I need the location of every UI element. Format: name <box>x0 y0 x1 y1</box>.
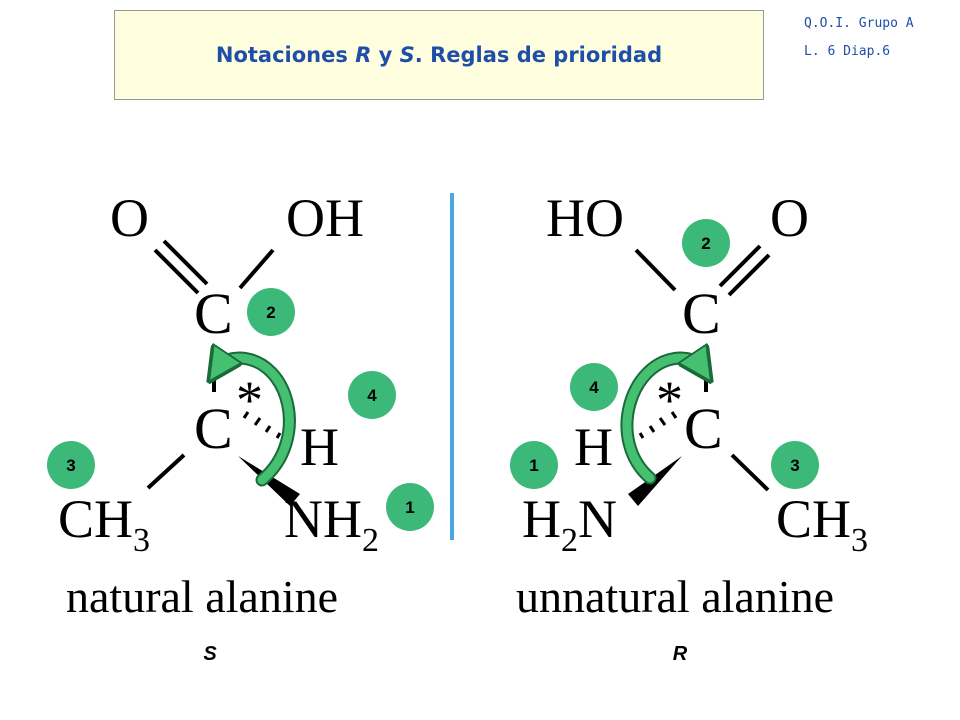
title-text-3: . Reglas de prioridad <box>414 43 663 67</box>
right-configuration: R <box>673 643 688 665</box>
right-methyl-bond <box>730 453 770 492</box>
left-oh-bond <box>238 248 275 290</box>
left-stereo-carbon: C <box>194 396 233 461</box>
right-priority-h: 4 <box>570 363 618 411</box>
right-priority-ch3: 3 <box>771 441 819 489</box>
left-priority-nh2: 1 <box>386 483 434 531</box>
svg-text:3: 3 <box>790 456 799 475</box>
svg-text:4: 4 <box>589 378 599 397</box>
right-methyl: CH3 <box>776 489 868 559</box>
left-rotation-arrow <box>218 358 294 485</box>
left-methyl: CH3 <box>58 489 150 559</box>
title-text-1: Notaciones <box>215 43 356 67</box>
left-carbonyl-o: O <box>110 188 149 248</box>
title-s: S <box>399 43 415 67</box>
left-priority-h: 4 <box>348 371 396 419</box>
left-upper-carbon: C <box>194 281 233 346</box>
svg-text:4: 4 <box>367 386 377 405</box>
left-configuration: S <box>203 643 217 665</box>
right-caption: unnatural alanine <box>516 571 834 622</box>
right-ho-bond <box>634 248 677 292</box>
page-title: Notaciones R y S. Reglas de prioridad <box>216 43 662 67</box>
right-double-bond-a <box>718 244 762 288</box>
natural-alanine: O OH C C * H CH3 NH2 2 4 3 1 natural ala… <box>47 188 434 665</box>
left-hydroxyl-oh: OH <box>286 188 364 248</box>
title-box: Notaciones R y S. Reglas de prioridad <box>114 10 764 100</box>
left-hash-bond <box>242 411 291 445</box>
slide-ref-line1: Q.O.I. Grupo A <box>804 16 914 31</box>
right-upper-carbon: C <box>682 281 721 346</box>
right-priority-nh2: 1 <box>510 441 558 489</box>
unnatural-alanine: HO O C C * H H2N CH3 2 4 1 3 unnatural a… <box>510 188 868 665</box>
svg-text:2: 2 <box>266 303 275 322</box>
right-amino: H2N <box>522 489 617 559</box>
right-hydroxyl-ho: HO <box>546 188 624 248</box>
svg-text:2: 2 <box>701 234 710 253</box>
slide-ref-line2: L. 6 Diap.6 <box>804 44 891 59</box>
left-priority-ch3: 3 <box>47 441 95 489</box>
svg-text:1: 1 <box>529 456 538 475</box>
left-double-bond-a <box>153 248 200 295</box>
svg-text:1: 1 <box>405 498 414 517</box>
title-text-2: y <box>371 43 400 67</box>
right-carbonyl-o: O <box>770 188 809 248</box>
right-stereo-asterisk: * <box>656 370 683 430</box>
right-hydrogen: H <box>574 417 613 477</box>
title-r: R <box>355 43 372 67</box>
left-amino: NH2 <box>284 489 379 559</box>
left-caption: natural alanine <box>66 571 338 622</box>
left-double-bond-b <box>162 239 209 286</box>
right-priority-cooh: 2 <box>682 219 730 267</box>
right-rotation-arrow <box>622 358 702 483</box>
left-methyl-bond <box>146 453 186 490</box>
right-stereo-carbon: C <box>684 396 723 461</box>
svg-text:3: 3 <box>66 456 75 475</box>
left-priority-cooh: 2 <box>247 288 295 336</box>
left-hydrogen: H <box>300 417 339 477</box>
right-double-bond-b <box>727 253 771 297</box>
